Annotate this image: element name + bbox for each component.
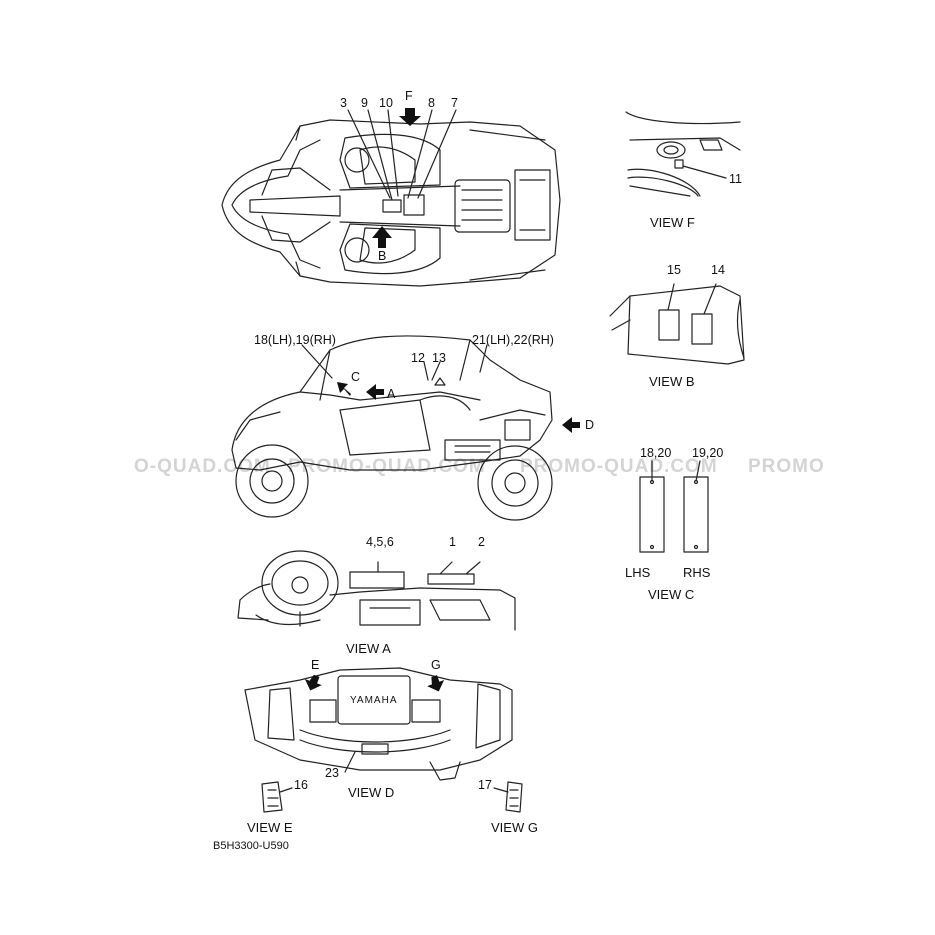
callout-11: 11 (729, 172, 742, 186)
view-b-caption: VIEW B (649, 374, 695, 389)
view-a-caption: VIEW A (346, 641, 391, 656)
label-c-side: C (351, 370, 361, 384)
side-view-leaders (301, 344, 488, 381)
callout-3: 3 (340, 96, 347, 110)
callout-4-5-6: 4,5,6 (366, 535, 394, 549)
view-c-caption: VIEW C (648, 587, 695, 602)
label-e-rear: E (311, 658, 320, 672)
view-b-drawing (609, 283, 745, 365)
callout-14: 14 (711, 263, 725, 277)
arrow-f (399, 108, 421, 126)
callout-17: 17 (478, 778, 492, 792)
top-view-leaders (347, 109, 457, 201)
arrow-c (337, 382, 351, 396)
label-a-side: A (387, 387, 396, 401)
view-g-caption: VIEW G (491, 820, 538, 835)
callout-13: 13 (432, 351, 446, 365)
callout-23: 23 (325, 766, 339, 780)
callout-10: 10 (379, 96, 393, 110)
arrow-g (427, 675, 445, 692)
arrow-b (372, 226, 392, 248)
top-view-vehicle (221, 119, 561, 287)
arrow-d (562, 417, 580, 433)
label-d-side: D (585, 418, 595, 432)
callout-18lh-19rh: 18(LH),19(RH) (254, 333, 336, 347)
view-a-drawing (237, 550, 516, 631)
label-lhs: LHS (625, 565, 651, 580)
view-d-drawing (244, 667, 513, 781)
watermark-3: PROMO-QUAD.COM (520, 456, 718, 477)
watermark-4: PROMO (748, 456, 825, 477)
label-rhs: RHS (683, 565, 711, 580)
view-f-caption: VIEW F (650, 215, 695, 230)
callout-16: 16 (294, 778, 308, 792)
callout-1: 1 (449, 535, 456, 549)
label-b-top: B (378, 249, 387, 263)
watermark-2: PROMO-QUAD.COM (288, 456, 486, 477)
callout-7: 7 (451, 96, 458, 110)
callout-21lh-22rh: 21(LH),22(RH) (472, 333, 554, 347)
callout-2: 2 (478, 535, 485, 549)
label-g-rear: G (431, 658, 441, 672)
view-d-caption: VIEW D (348, 785, 395, 800)
view-f-drawing (625, 111, 741, 197)
watermark-1: O-QUAD.COM (134, 456, 271, 477)
view-c-drawing (639, 460, 709, 553)
view-e-caption: VIEW E (247, 820, 293, 835)
label-f-top: F (405, 89, 413, 103)
grille-brand: YAMAHA (350, 695, 398, 706)
view-e-drawing (261, 781, 293, 813)
callout-12: 12 (411, 351, 425, 365)
callout-18-20: 18,20 (640, 446, 672, 460)
arrow-e (304, 674, 322, 691)
callout-19-20: 19,20 (692, 446, 724, 460)
callout-8: 8 (428, 96, 435, 110)
callout-9: 9 (361, 96, 368, 110)
callout-15: 15 (667, 263, 681, 277)
view-g-drawing (493, 781, 523, 813)
arrow-a (366, 384, 384, 400)
drawing-code: B5H3300-U590 (213, 840, 289, 852)
side-view-vehicle (231, 335, 553, 521)
